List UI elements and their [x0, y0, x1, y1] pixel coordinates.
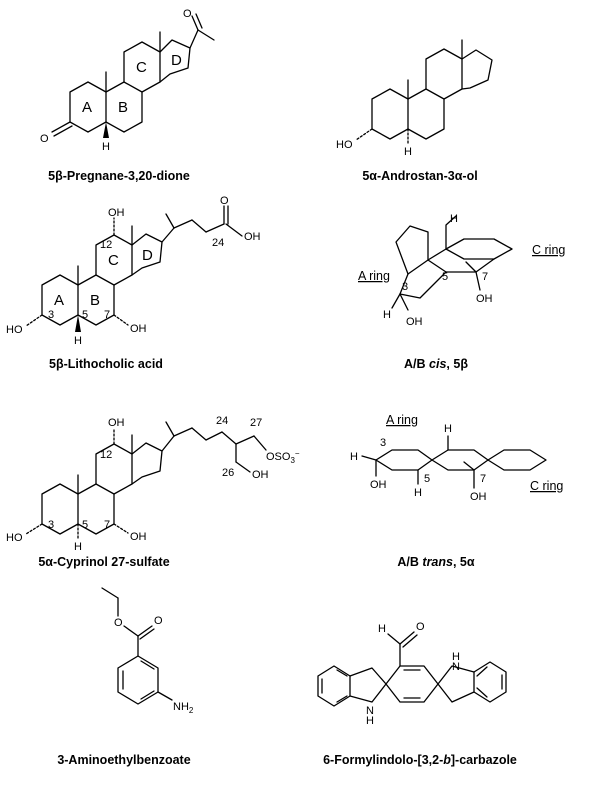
structure-lithocholic-acid: OH OH O HO H OH 12 24 3 5 7 A B C D 5β-L… [6, 195, 261, 371]
atom-label: OH [130, 531, 147, 543]
atom-label: OSO3− [266, 449, 300, 465]
locant: 5 [442, 271, 448, 283]
ring-label: D [142, 247, 153, 264]
locant: 3 [402, 281, 408, 293]
locant: 7 [482, 271, 488, 283]
locant: 7 [480, 473, 486, 485]
locant: 3 [380, 437, 386, 449]
ring-label: D [171, 52, 182, 69]
atom-label: HO [6, 532, 23, 544]
atom-label: OH [252, 469, 269, 481]
ring-label: B [90, 292, 100, 309]
ring-label: A [82, 99, 92, 116]
structure-cyprinol-sulfate: OH OSO3− OH HO H OH 12 24 27 26 3 5 7 5α… [6, 415, 300, 569]
atom-label: OH [130, 323, 147, 335]
locant: 24 [212, 237, 224, 249]
ring-label: C [136, 59, 147, 76]
locant: 7 [104, 519, 110, 531]
caption-lithocholic-acid: 5β-Lithocholic acid [49, 357, 163, 371]
locant: 24 [216, 415, 228, 427]
atom-label: H [444, 423, 452, 435]
atom-label: OH [108, 417, 125, 429]
atom-label: H [404, 146, 412, 158]
atom-label: H [366, 715, 374, 727]
structure-pregnanedione: O H O A B C D 5β-Pregnane-3,20-dione [40, 8, 215, 183]
ring-label: C ring [530, 479, 563, 493]
atom-label: H [102, 141, 110, 153]
atom-label: OH [406, 316, 423, 328]
caption-aminoethylbenzoate: 3-Aminoethylbenzoate [57, 753, 190, 767]
ring-label: A ring [358, 269, 390, 283]
ring-label: C [108, 252, 119, 269]
locant: 5 [424, 473, 430, 485]
atom-label: HO [6, 324, 23, 336]
atom-label: O [220, 195, 229, 207]
atom-label: N [452, 661, 460, 673]
ring-label: C ring [532, 243, 565, 257]
atom-label: O [40, 133, 49, 145]
atom-label: OH [476, 293, 493, 305]
caption-ab-trans: A/B trans, 5α [397, 555, 474, 569]
atom-label: H [414, 487, 422, 499]
atom-label: H [378, 623, 386, 635]
caption-cyprinol-sulfate: 5α-Cyprinol 27-sulfate [38, 555, 169, 569]
atom-label: H [350, 451, 358, 463]
atom-label: NH2 [173, 701, 194, 715]
ring-label: A ring [386, 413, 418, 427]
atom-label: H [74, 541, 82, 553]
locant: 3 [48, 309, 54, 321]
caption-ab-cis: A/B cis, 5β [404, 357, 468, 371]
locant: 12 [100, 239, 112, 251]
structure-androstanol: HO H 5α-Androstan-3α-ol [336, 39, 493, 183]
atom-label: OH [470, 491, 487, 503]
structure-ab-trans-conformation: H H OH H OH 3 5 7 A ring C ring A/B tran… [350, 413, 563, 569]
atom-label: O [416, 621, 425, 633]
atom-label: O [183, 8, 192, 20]
locant: 3 [48, 519, 54, 531]
locant: 12 [100, 449, 112, 461]
caption-formylindolocarbazole: 6-Formylindolo-[3,2-b]-carbazole [323, 753, 517, 767]
ring-label: A [54, 292, 64, 309]
locant: 26 [222, 467, 234, 479]
locant: 7 [104, 309, 110, 321]
locant: 5 [82, 519, 88, 531]
atom-label: OH [370, 479, 387, 491]
atom-label: H [452, 651, 460, 663]
atom-label: H [383, 309, 391, 321]
caption-androstanol: 5α-Androstan-3α-ol [362, 169, 477, 183]
atom-label: H [450, 213, 458, 225]
locant: 5 [82, 309, 88, 321]
atom-label: HO [336, 139, 353, 151]
structure-aminoethylbenzoate: O O NH2 3-Aminoethylbenzoate [57, 587, 194, 767]
atom-label: OH [244, 231, 261, 243]
atom-label: O [154, 615, 163, 627]
structure-ab-cis-conformation: H H OH OH 3 5 7 A ring C ring A/B cis, 5… [358, 213, 565, 371]
atom-label: H [74, 335, 82, 347]
locant: 27 [250, 417, 262, 429]
caption-pregnanedione: 5β-Pregnane-3,20-dione [48, 169, 190, 183]
structure-formylindolocarbazole: H O H N N H 6-Formylindolo-[3,2-b]-carba… [317, 621, 517, 767]
ring-label: B [118, 99, 128, 116]
atom-label: N [366, 705, 374, 717]
atom-label: OH [108, 207, 125, 219]
atom-label: O [114, 617, 123, 629]
